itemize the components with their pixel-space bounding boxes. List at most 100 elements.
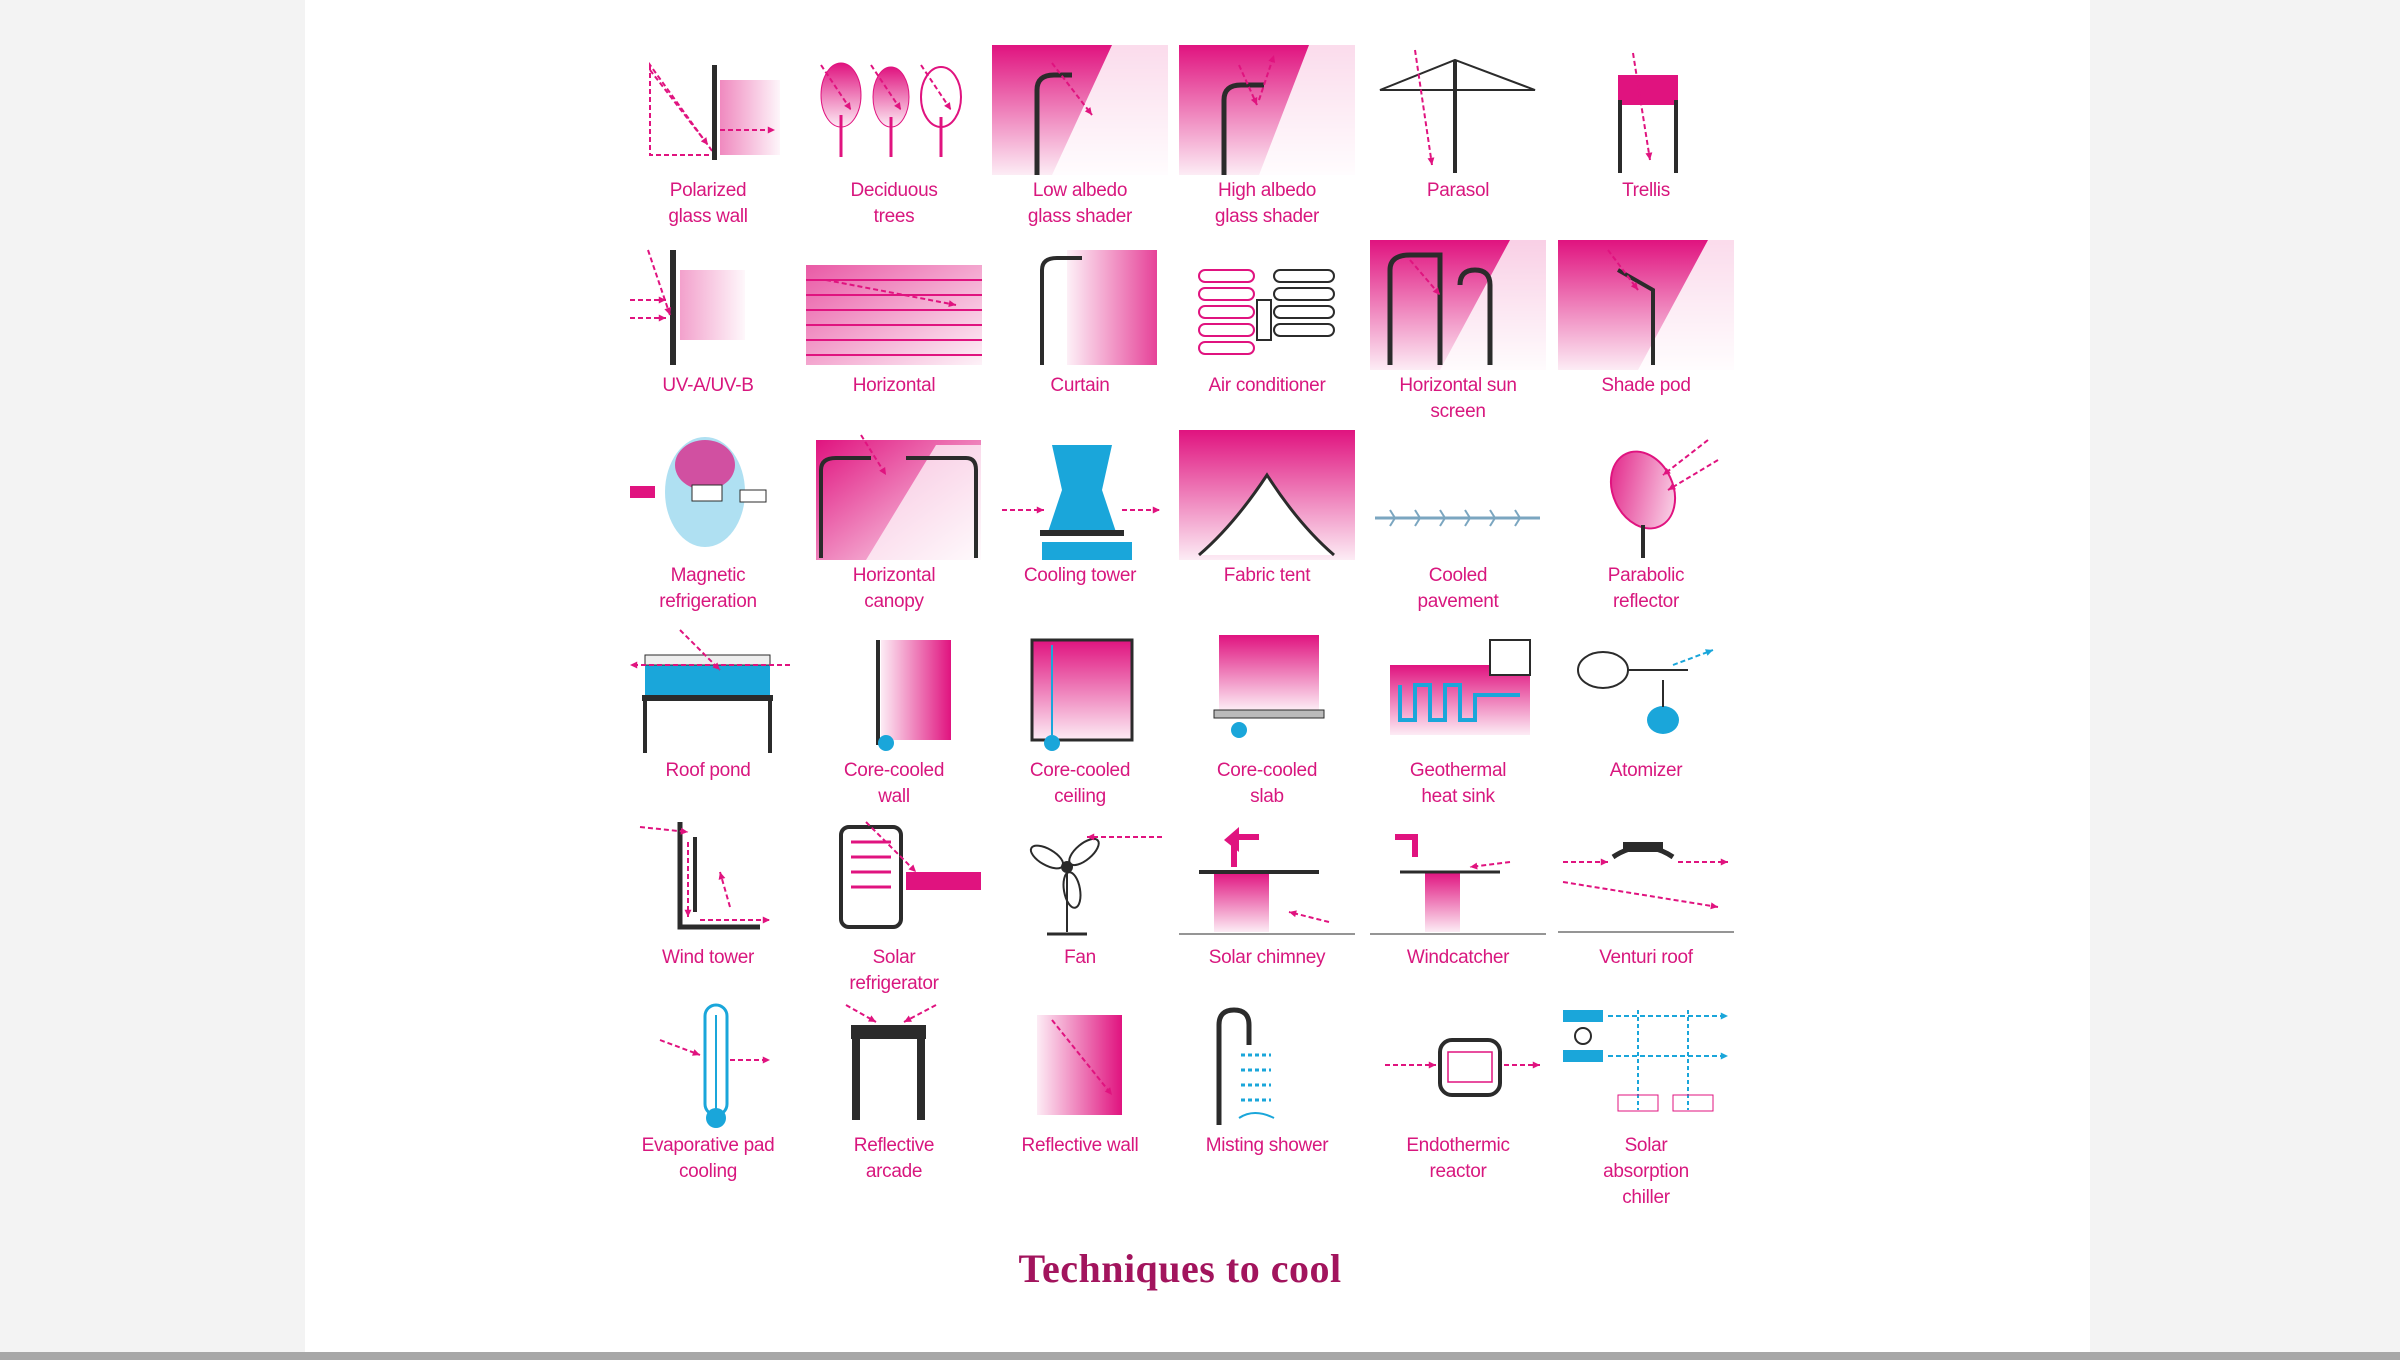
geothermal-heat-sink-icon bbox=[1370, 625, 1546, 755]
technique-item: Reflective arcade bbox=[806, 1000, 982, 1196]
technique-label: Evaporative pad cooling bbox=[641, 1135, 775, 1182]
cooling-tower-icon bbox=[992, 430, 1168, 560]
technique-item: Core-cooled wall bbox=[806, 625, 982, 821]
technique-item: Parabolic reflector bbox=[1558, 430, 1734, 626]
technique-label: Deciduous trees bbox=[850, 180, 938, 227]
technique-item: UV-A/UV-B bbox=[620, 240, 796, 436]
technique-label: UV-A/UV-B bbox=[662, 375, 754, 396]
technique-label: Solar chimney bbox=[1208, 947, 1326, 968]
reflective-wall-icon bbox=[992, 1000, 1168, 1130]
technique-item: Fabric tent bbox=[1179, 430, 1355, 626]
technique-item: Wind tower bbox=[620, 812, 796, 1008]
technique-label: Parasol bbox=[1426, 180, 1490, 201]
technique-item: Horizontal sun screen bbox=[1370, 240, 1546, 436]
technique-label: Core-cooled slab bbox=[1216, 760, 1318, 807]
parabolic-reflector-icon bbox=[1558, 430, 1734, 560]
technique-item: High albedo glass shader bbox=[1179, 45, 1355, 241]
technique-item: Air conditioner bbox=[1179, 240, 1355, 436]
uv-filter-icon bbox=[620, 240, 796, 370]
technique-label: Core-cooled ceiling bbox=[1029, 760, 1131, 807]
technique-label: Trellis bbox=[1622, 180, 1670, 201]
magnetic-refrigeration-icon bbox=[620, 430, 796, 560]
solar-absorption-chiller-icon bbox=[1558, 1000, 1734, 1130]
technique-label: Solar refrigerator bbox=[849, 947, 939, 994]
technique-label: Polarized glass wall bbox=[668, 180, 748, 227]
figure-title: Techniques to cool bbox=[1018, 1246, 1342, 1291]
low-albedo-glass-shader-icon bbox=[992, 45, 1168, 175]
technique-label: Reflective arcade bbox=[853, 1135, 935, 1182]
technique-item: Roof pond bbox=[620, 625, 796, 821]
technique-item: Cooled pavement bbox=[1370, 430, 1546, 626]
technique-label: Horizontal sun screen bbox=[1399, 375, 1517, 422]
curtain-icon bbox=[992, 240, 1168, 370]
technique-item: Shade pod bbox=[1558, 240, 1734, 436]
technique-label: Fan bbox=[1064, 947, 1096, 968]
endothermic-reactor-icon bbox=[1370, 1000, 1546, 1130]
technique-label: Core-cooled wall bbox=[843, 760, 945, 807]
technique-item: Windcatcher bbox=[1370, 812, 1546, 1008]
deciduous-trees-icon bbox=[806, 45, 982, 175]
shade-pod-icon bbox=[1558, 240, 1734, 370]
technique-item: Low albedo glass shader bbox=[992, 45, 1168, 241]
venturi-roof-icon bbox=[1558, 812, 1734, 942]
technique-label: Atomizer bbox=[1609, 760, 1683, 781]
technique-label: Curtain bbox=[1050, 375, 1110, 396]
technique-item: Atomizer bbox=[1558, 625, 1734, 821]
technique-item: Core-cooled ceiling bbox=[992, 625, 1168, 821]
polarized-glass-wall-icon bbox=[620, 45, 796, 175]
cooled-pavement-icon bbox=[1370, 430, 1546, 560]
technique-item: Fan bbox=[992, 812, 1168, 1008]
technique-item: Solar absorption chiller bbox=[1558, 1000, 1734, 1208]
technique-label: Misting shower bbox=[1205, 1135, 1329, 1156]
technique-item: Horizontal canopy bbox=[806, 430, 982, 626]
technique-label: Horizontal canopy bbox=[852, 565, 936, 612]
technique-label: Cooling tower bbox=[1023, 565, 1137, 586]
horizontal-louver-icon bbox=[806, 240, 982, 370]
technique-item: Parasol bbox=[1370, 45, 1546, 241]
technique-label: Wind tower bbox=[661, 947, 755, 968]
fan-icon bbox=[992, 812, 1168, 942]
technique-label: Roof pond bbox=[665, 760, 751, 781]
reflective-arcade-icon bbox=[806, 1000, 982, 1130]
technique-label: Cooled pavement bbox=[1417, 565, 1499, 612]
high-albedo-glass-shader-icon bbox=[1179, 45, 1355, 175]
technique-item: Endothermic reactor bbox=[1370, 1000, 1546, 1196]
technique-label: Reflective wall bbox=[1021, 1135, 1139, 1156]
technique-item: Misting shower bbox=[1179, 1000, 1355, 1196]
technique-label: Air conditioner bbox=[1208, 375, 1326, 396]
roof-pond-icon bbox=[620, 625, 796, 755]
horizontal-sun-screen-icon bbox=[1370, 240, 1546, 370]
technique-label: Venturi roof bbox=[1599, 947, 1693, 968]
technique-item: Venturi roof bbox=[1558, 812, 1734, 1008]
evaporative-pad-cooling-icon bbox=[620, 1000, 796, 1130]
air-conditioner-icon bbox=[1179, 240, 1355, 370]
wind-tower-icon bbox=[620, 812, 796, 942]
technique-label: Endothermic reactor bbox=[1406, 1135, 1510, 1182]
technique-label: Shade pod bbox=[1601, 375, 1691, 396]
trellis-icon bbox=[1558, 45, 1734, 175]
technique-item: Solar refrigerator bbox=[806, 812, 982, 1008]
technique-label: Magnetic refrigeration bbox=[659, 565, 757, 612]
technique-item: Reflective wall bbox=[992, 1000, 1168, 1196]
solar-chimney-icon bbox=[1179, 812, 1355, 942]
technique-item: Cooling tower bbox=[992, 430, 1168, 626]
technique-item: Evaporative pad cooling bbox=[620, 1000, 796, 1196]
windcatcher-icon bbox=[1370, 812, 1546, 942]
fabric-tent-icon bbox=[1179, 430, 1355, 560]
technique-label: Low albedo glass shader bbox=[1027, 180, 1133, 227]
technique-item: Horizontal bbox=[806, 240, 982, 436]
technique-item: Core-cooled slab bbox=[1179, 625, 1355, 821]
technique-item: Geothermal heat sink bbox=[1370, 625, 1546, 821]
bottom-divider bbox=[0, 1352, 2400, 1360]
technique-label: High albedo glass shader bbox=[1214, 180, 1320, 227]
core-cooled-ceiling-icon bbox=[992, 625, 1168, 755]
technique-label: Windcatcher bbox=[1406, 947, 1510, 968]
technique-label: Fabric tent bbox=[1223, 565, 1311, 586]
misting-shower-icon bbox=[1179, 1000, 1355, 1130]
core-cooled-slab-icon bbox=[1179, 625, 1355, 755]
technique-item: Solar chimney bbox=[1179, 812, 1355, 1008]
atomizer-icon bbox=[1558, 625, 1734, 755]
technique-label: Horizontal bbox=[852, 375, 936, 396]
core-cooled-wall-icon bbox=[806, 625, 982, 755]
horizontal-canopy-icon bbox=[806, 430, 982, 560]
